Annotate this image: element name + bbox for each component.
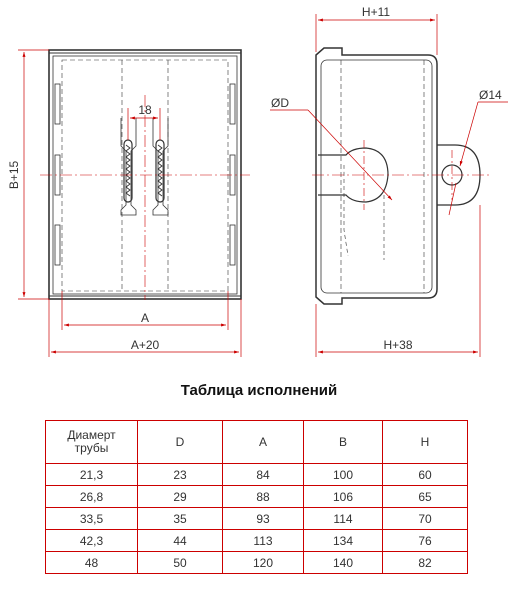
dim-h38-label: H+38 xyxy=(383,338,412,352)
table-title: Таблица исполнений xyxy=(180,382,338,399)
cell-d: 35 xyxy=(137,507,223,530)
cell-b: 114 xyxy=(303,507,383,530)
left-flange xyxy=(54,224,61,266)
cell-a: 120 xyxy=(222,551,304,574)
side-inner-shell xyxy=(320,59,433,294)
cell-a: 84 xyxy=(222,463,304,486)
side-outer-shell xyxy=(315,47,438,305)
cell-pipe-diameter: 33,5 xyxy=(45,507,138,530)
right-slot-coil xyxy=(157,144,163,197)
dim-a20-label: A+20 xyxy=(131,338,160,352)
left-flange xyxy=(54,83,61,125)
cell-d: 44 xyxy=(137,529,223,552)
right-flange xyxy=(229,224,236,266)
left-slot-coil xyxy=(125,144,131,197)
right-slot xyxy=(152,118,169,216)
cell-d: 50 xyxy=(137,551,223,574)
header-pipe-diameter-line2: трубы xyxy=(74,441,109,455)
cell-pipe-diameter: 26,8 xyxy=(45,485,138,508)
header-pipe-diameter-line1: Диамерт xyxy=(67,428,116,442)
header-d: D xyxy=(137,420,223,464)
technical-drawing: B+15 18 A A+20 H+11 H+38 ØD Ø14 xyxy=(7,5,508,357)
cell-h: 60 xyxy=(382,463,468,486)
cell-b: 140 xyxy=(303,551,383,574)
header-a: A xyxy=(222,420,304,464)
right-flange xyxy=(229,83,236,125)
dim-d-label: ØD xyxy=(271,96,289,110)
side-view xyxy=(315,47,481,305)
cell-h: 82 xyxy=(382,551,468,574)
dim-a-label: A xyxy=(141,311,149,325)
dim-d-line xyxy=(307,109,393,201)
front-dimensions xyxy=(18,49,242,357)
cell-a: 93 xyxy=(222,507,304,530)
cell-h: 65 xyxy=(382,485,468,508)
header-pipe-diameter: Диамерт трубы xyxy=(45,420,138,464)
header-b: B xyxy=(303,420,383,464)
cell-pipe-diameter: 42,3 xyxy=(45,529,138,552)
left-slot xyxy=(120,118,137,216)
cell-b: 134 xyxy=(303,529,383,552)
cell-d: 23 xyxy=(137,463,223,486)
cell-b: 106 xyxy=(303,485,383,508)
cell-d: 29 xyxy=(137,485,223,508)
cell-pipe-diameter: 21,3 xyxy=(45,463,138,486)
cell-h: 76 xyxy=(382,529,468,552)
cell-a: 113 xyxy=(222,529,304,552)
header-h: H xyxy=(382,420,468,464)
dim-d14-line xyxy=(459,101,479,167)
cell-pipe-diameter: 48 xyxy=(45,551,138,574)
table-header-row: Диамерт трубы D A B H xyxy=(45,420,468,464)
cell-b: 100 xyxy=(303,463,383,486)
pipe-hook-inner xyxy=(343,164,385,260)
cell-h: 70 xyxy=(382,507,468,530)
dim-h11-label: H+11 xyxy=(362,5,390,19)
cell-a: 88 xyxy=(222,485,304,508)
dim-18-label: 18 xyxy=(138,103,152,117)
dim-b15-label: B+15 xyxy=(7,160,21,189)
side-dimensions xyxy=(270,14,508,357)
dim-d14-label: Ø14 xyxy=(479,88,502,102)
